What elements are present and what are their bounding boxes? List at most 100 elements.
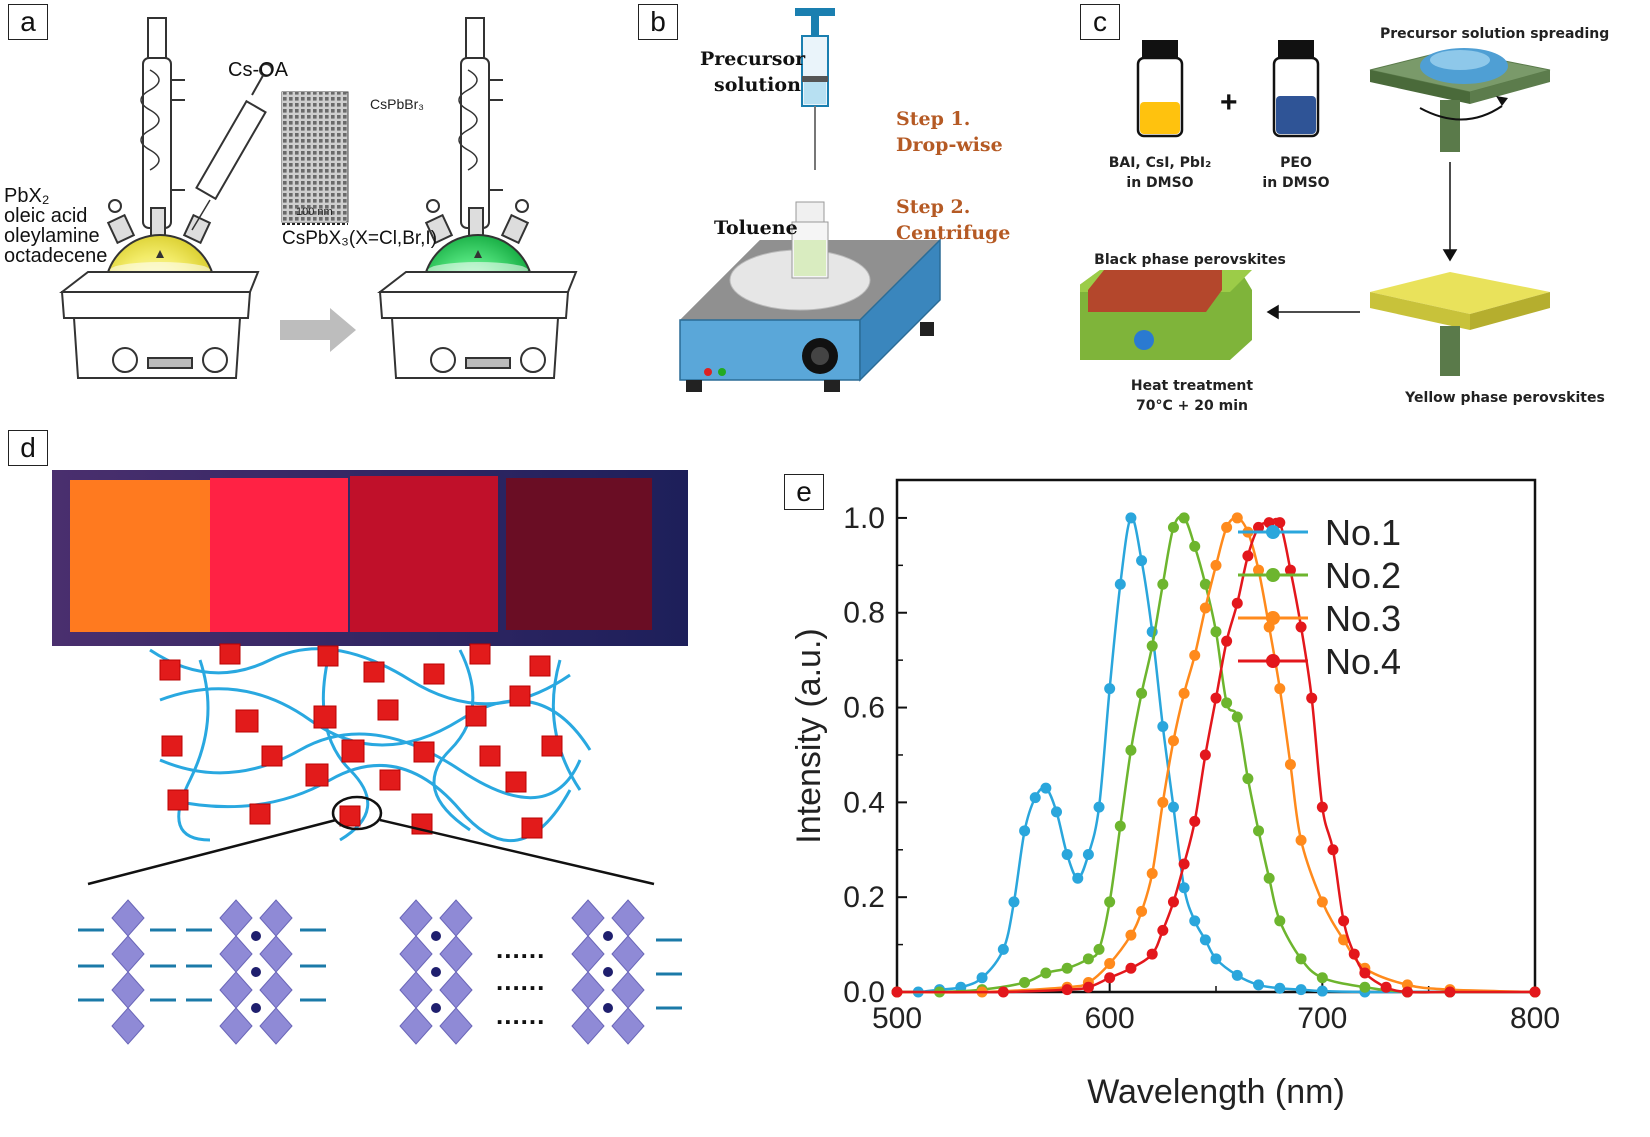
data-point-No.2 (1125, 744, 1137, 756)
series-line-No.2 (896, 515, 1535, 994)
data-point-No.4 (1061, 984, 1073, 996)
nanocrystal-cubes (159, 643, 563, 839)
data-point-No.4 (1529, 986, 1541, 998)
data-point-No.3 (1210, 559, 1222, 571)
data-point-No.3 (1221, 521, 1233, 533)
data-point-No.4 (891, 986, 903, 998)
legend-label: No.1 (1325, 512, 1401, 553)
data-point-No.4 (1189, 815, 1201, 827)
data-point-No.2 (1274, 915, 1286, 927)
vial2-label-1: PEO (1280, 155, 1312, 171)
vial2-label-2: in DMSO (1262, 175, 1330, 191)
data-point-No.4 (1295, 621, 1307, 633)
data-point-No.4 (1284, 564, 1296, 576)
data-point-No.1 (1189, 915, 1201, 927)
product-label: CsPbX₃(X=Cl,Br,I) (282, 228, 438, 249)
data-point-No.3 (1295, 834, 1307, 846)
tem-material-label: CsPbBr₃ (370, 96, 424, 112)
data-point-No.4 (1167, 896, 1179, 908)
toluene-label: Toluene (714, 217, 798, 239)
heat-label-2: 70°C + 20 min (1136, 398, 1248, 414)
data-point-No.4 (1104, 972, 1116, 984)
data-point-No.2 (1253, 825, 1265, 837)
left-hotplate (59, 271, 260, 379)
data-point-No.2 (1082, 953, 1094, 965)
data-point-No.2 (1221, 697, 1233, 709)
organic-ligands (78, 928, 682, 1010)
syringe-a (191, 63, 273, 231)
x-tick-label: 600 (1085, 1002, 1135, 1035)
data-point-No.1 (976, 972, 988, 984)
step1-label-1: Step 1. (896, 108, 971, 130)
data-point-No.2 (1316, 972, 1328, 984)
data-point-No.4 (1274, 517, 1286, 529)
cs-oa-label: Cs-OA (228, 59, 288, 81)
data-point-No.3 (1178, 687, 1190, 699)
data-point-No.1 (997, 943, 1009, 955)
legend-label: No.3 (1325, 598, 1401, 639)
tem-scale-bar: 100 nm (296, 206, 333, 218)
data-point-No.1 (1231, 969, 1243, 981)
panel-d-illustration (52, 470, 688, 1045)
data-point-No.4 (1178, 858, 1190, 870)
data-point-No.1 (1093, 801, 1105, 813)
data-point-No.1 (1295, 984, 1307, 996)
data-point-No.2 (1178, 512, 1190, 524)
cs-cations (251, 931, 613, 1013)
data-point-No.1 (1316, 985, 1328, 997)
data-point-No.1 (1136, 555, 1148, 567)
yellow-phase-label: Yellow phase perovskites (1405, 390, 1605, 406)
data-point-No.1 (1274, 982, 1286, 994)
arrow-left (1266, 304, 1360, 320)
x-tick-label: 700 (1297, 1002, 1347, 1035)
panel-a-label: a (8, 4, 48, 40)
data-point-No.4 (997, 986, 1009, 998)
data-point-No.2 (1242, 773, 1254, 785)
data-point-No.4 (1253, 521, 1265, 533)
data-point-No.2 (1210, 626, 1222, 638)
left-flask-setup (106, 17, 212, 245)
data-point-No.4 (1231, 597, 1243, 609)
y-tick-label: 0.2 (843, 881, 885, 914)
vial1-label-2: in DMSO (1126, 175, 1194, 191)
legend-label: No.4 (1325, 641, 1401, 682)
toluene-vial (791, 201, 829, 279)
data-point-No.4 (1125, 962, 1137, 974)
data-point-No.3 (1189, 649, 1201, 661)
data-point-No.2 (1114, 820, 1126, 832)
right-flask-setup (424, 17, 530, 245)
dots-3: ...... (496, 1000, 546, 1030)
data-point-No.4 (1338, 915, 1350, 927)
data-point-No.2 (1019, 977, 1031, 989)
panel-c-label: c (1080, 4, 1120, 40)
data-point-No.1 (1157, 721, 1169, 733)
data-point-No.4 (1082, 981, 1094, 993)
data-point-No.4 (1306, 692, 1318, 704)
y-tick-label: 0.8 (843, 597, 885, 630)
x-axis-title: Wavelength (nm) (1087, 1073, 1345, 1111)
data-point-No.3 (1146, 867, 1158, 879)
step2-label-2: Centrifuge (896, 222, 1011, 244)
data-point-No.3 (1199, 602, 1211, 614)
reagent-2: oleic acid (4, 205, 88, 227)
step2-label-1: Step 2. (896, 196, 971, 218)
data-point-No.3 (1136, 905, 1148, 917)
hotplate-c (1080, 270, 1252, 360)
data-point-No.1 (1178, 882, 1190, 894)
panel-a-illustration (59, 17, 578, 379)
data-point-No.3 (1157, 796, 1169, 808)
legend-marker (1266, 611, 1280, 625)
panel-d-label: d (8, 430, 48, 466)
spin-coater (1369, 48, 1551, 152)
data-point-No.2 (1040, 967, 1052, 979)
vial-blue (1272, 40, 1320, 138)
series-line-No.1 (896, 516, 1535, 994)
data-point-No.4 (1221, 635, 1233, 647)
dots-1: ...... (496, 934, 546, 964)
spreading-label: Precursor solution spreading (1380, 26, 1610, 42)
data-point-No.4 (1348, 948, 1360, 960)
data-point-No.4 (1199, 749, 1211, 761)
data-point-No.3 (1104, 958, 1116, 970)
data-point-No.1 (1061, 849, 1073, 861)
panel-b-illustration (679, 8, 941, 392)
